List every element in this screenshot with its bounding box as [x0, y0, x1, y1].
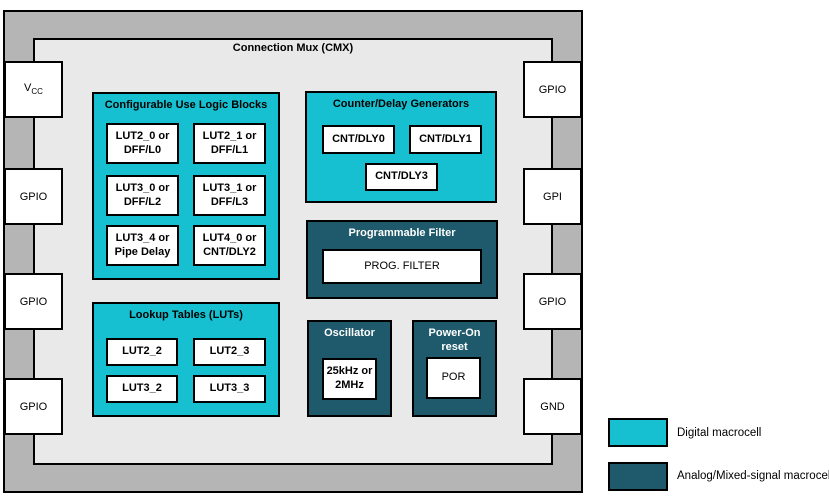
- macrocell-por: POR: [426, 357, 481, 399]
- analog-macrocell-swatch: [608, 461, 668, 491]
- macrocell-lut2_1-dff-l1: LUT2_1 or DFF/L1: [193, 123, 266, 164]
- clb-title: Configurable Use Logic Blocks: [104, 99, 268, 111]
- legend-item-digital: Digital macrocell: [608, 418, 761, 447]
- macrocell-cnt-dly3: CNT/DLY3: [365, 163, 438, 191]
- macrocell-lut3_1-dff-l3: LUT3_1 or DFF/L3: [193, 175, 266, 216]
- cdg-title: Counter/Delay Generators: [332, 98, 470, 110]
- pin-gpio-left-1: GPIO: [4, 168, 63, 225]
- macrocell-lut4_0-cnt-dly2: LUT4_0 or CNT/DLY2: [193, 225, 266, 266]
- macrocell-lut2_0-dff-l0: LUT2_0 or DFF/L0: [106, 123, 179, 164]
- macrocell-lut3_3: LUT3_3: [193, 375, 266, 403]
- macrocell-lut3_0-dff-l2: LUT3_0 or DFF/L2: [106, 175, 179, 216]
- oscillator-title: Oscillator: [324, 327, 375, 339]
- macrocell-oscillator: 25kHz or 2MHz: [322, 358, 377, 400]
- connection-mux-title: Connection Mux (CMX): [232, 42, 354, 54]
- macrocell-lut2_2: LUT2_2: [106, 338, 178, 366]
- pin-gpio-right-0: GPIO: [523, 61, 582, 118]
- analog-macrocell-label: Analog/Mixed-signal macrocell: [677, 470, 829, 482]
- digital-macrocell-swatch: [608, 418, 668, 447]
- macrocell-lut3_2: LUT3_2: [106, 375, 178, 403]
- pin-vcc-label: VCC: [24, 82, 43, 97]
- pin-gpi: GPI: [523, 168, 582, 225]
- macrocell-lut3_4-pipe-delay: LUT3_4 or Pipe Delay: [106, 225, 179, 266]
- programmable-filter-title: Programmable Filter: [348, 227, 456, 239]
- pin-gnd: GND: [523, 378, 582, 435]
- pin-vcc: VCC: [4, 61, 63, 118]
- macrocell-prog-filter: PROG. FILTER: [322, 249, 482, 284]
- pin-gpio-right-2: GPIO: [523, 273, 582, 330]
- macrocell-cnt-dly1: CNT/DLY1: [409, 125, 482, 154]
- por-title: Power-On reset: [428, 327, 481, 353]
- macrocell-cnt-dly0: CNT/DLY0: [322, 125, 395, 154]
- digital-macrocell-label: Digital macrocell: [677, 426, 762, 439]
- macrocell-lut2_3: LUT2_3: [193, 338, 266, 366]
- pin-gpio-left-2: GPIO: [4, 273, 63, 330]
- legend-item-analog: Analog/Mixed-signal macrocell: [608, 461, 829, 491]
- luts-title: Lookup Tables (LUTs): [129, 309, 243, 321]
- pin-gpio-left-3: GPIO: [4, 378, 63, 435]
